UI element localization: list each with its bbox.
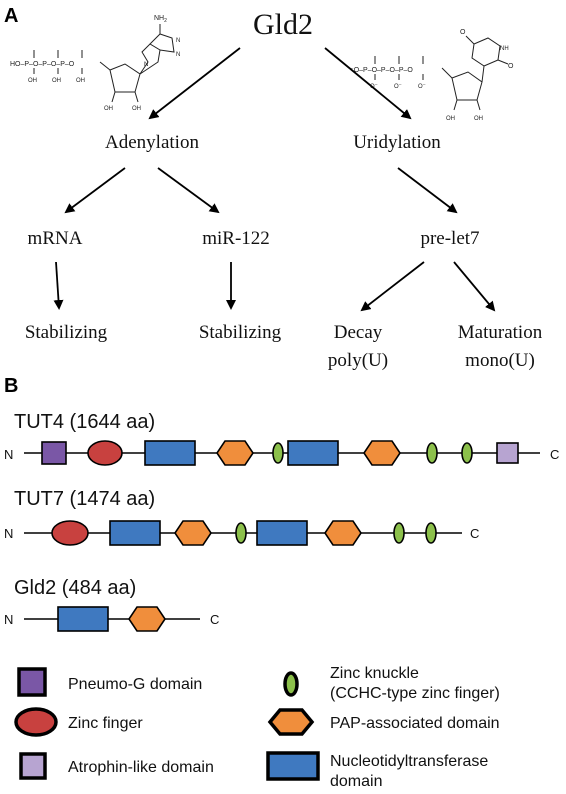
utp-nh: NH [500,46,509,52]
legend-zinc-finger-swatch [14,707,58,737]
legend-nucleotidyltransferase-swatch [266,751,320,781]
tut4-zinc-knuckle-1 [272,442,284,464]
tut4-nucleotidyltransferase-2 [287,440,339,466]
tut7-nucleotidyltransferase-2 [256,520,308,546]
tut7-title: TUT7 (1474 aa) [14,488,155,510]
atp-amine: NH2 [154,15,167,24]
legend-pap-swatch [267,708,315,736]
legend-pneumo-g-swatch [17,667,47,697]
tut4-nucleotidyltransferase-1 [144,440,196,466]
arrow-uridylation-prelet7 [397,167,458,214]
utp-o-minus: O⁻ [370,84,378,90]
gld2-c-terminus: C [210,612,219,627]
atp-oh-left: OH [104,106,113,112]
gld2-nucleotidyltransferase [57,606,109,632]
arrow-mrna-stab [53,261,64,310]
legend-nucleotidyltransferase-sublabel: domain [330,773,382,790]
arrow-prelet7-decay [360,261,425,312]
tut7-n-terminus: N [4,526,13,541]
svg-text:OH: OH [52,78,61,84]
adenylation-label: Adenylation [105,132,199,153]
legend-zinc-knuckle-sublabel: (CCHC-type zinc finger) [330,685,500,702]
tut4-diagram: TUT4 (1644 aa) N C [4,411,559,466]
utp-phosphate-chain: ⁻O–P–O–P–O–P–O [350,67,413,74]
tut7-zinc-finger [51,520,89,546]
svg-text:N: N [144,62,148,68]
polyu-label: poly(U) [328,350,388,371]
decay-label: Decay [334,322,383,343]
stabilizing-1: Stabilizing [25,322,108,343]
panel-a-label: A [4,5,18,27]
arrow-prelet7-maturation [453,261,496,312]
tut7-diagram: TUT7 (1474 aa) N C [4,488,479,546]
gld2-pap [128,606,166,632]
legend-zinc-knuckle-swatch [283,671,299,697]
legend-pap-label: PAP-associated domain [330,715,500,732]
tut7-zinc-knuckle-1 [235,522,247,544]
tut4-n-terminus: N [4,447,13,462]
atp-oh-right: OH [132,106,141,112]
svg-text:N: N [176,38,180,44]
tut7-pap-1 [174,520,212,546]
tut4-pneumo-g [41,441,67,465]
arrow-adenylation-mrna [64,167,126,214]
legend-atrophin-swatch [19,752,47,780]
tut7-nucleotidyltransferase-1 [109,520,161,546]
tut4-zinc-knuckle-2 [426,442,438,464]
tut4-atrophin-like [496,442,519,464]
gld2-title: Gld2 [253,8,313,41]
utp-o-top: O [460,29,466,36]
tut7-zinc-knuckle-3 [425,522,437,544]
panel-b-label: B [4,375,18,397]
tut4-zinc-finger [87,440,123,466]
arrow-gld2-adenylation [148,47,241,120]
tut7-zinc-knuckle-2 [393,522,405,544]
stabilizing-2: Stabilizing [199,322,282,343]
gld2-domain-title: Gld2 (484 aa) [14,577,136,599]
tut4-pap-1 [216,440,254,466]
svg-text:O⁻: O⁻ [394,84,402,90]
legend-atrophin-label: Atrophin-like domain [68,759,214,776]
arrow-gld2-uridylation [324,47,412,120]
uridylation-label: Uridylation [353,132,441,153]
utp-o-right: O [508,63,514,70]
prelet7-label: pre-let7 [420,228,479,249]
maturation-label: Maturation [458,322,543,343]
utp-oh-right: OH [474,116,483,122]
svg-text:OH: OH [28,78,37,84]
atp-structure: HO–P–O–P–O–P–O OH OH OH OH OH NH2 N N N [10,15,180,112]
tut4-zinc-knuckle-3 [461,442,473,464]
tut4-title: TUT4 (1644 aa) [14,411,155,433]
legend: Pneumo-G domain Zinc finger Atrophin-lik… [14,665,500,790]
svg-text:OH: OH [76,78,85,84]
legend-zinc-knuckle-label: Zinc knuckle [330,665,419,682]
tut4-pap-2 [363,440,401,466]
arrow-adenylation-mir122 [157,167,220,214]
svg-text:O⁻: O⁻ [418,84,426,90]
gld2-diagram: Gld2 (484 aa) N C [4,577,219,632]
monou-label: mono(U) [465,350,535,371]
mrna-label: mRNA [28,228,83,249]
tut7-c-terminus: C [470,526,479,541]
svg-text:N: N [176,52,180,58]
legend-zinc-finger-label: Zinc finger [68,715,143,732]
utp-oh-left: OH [446,116,455,122]
tut7-pap-2 [324,520,362,546]
utp-structure: ⁻O–P–O–P–O–P–O O⁻ O⁻ O⁻ OH OH O O NH [350,29,514,122]
legend-pneumo-g-label: Pneumo-G domain [68,676,202,693]
legend-nucleotidyltransferase-label: Nucleotidyltransferase [330,753,488,770]
tut4-c-terminus: C [550,447,559,462]
atp-phosphate-chain: HO–P–O–P–O–P–O [10,61,75,68]
gld2-n-terminus: N [4,612,13,627]
mir122-label: miR-122 [202,228,270,249]
